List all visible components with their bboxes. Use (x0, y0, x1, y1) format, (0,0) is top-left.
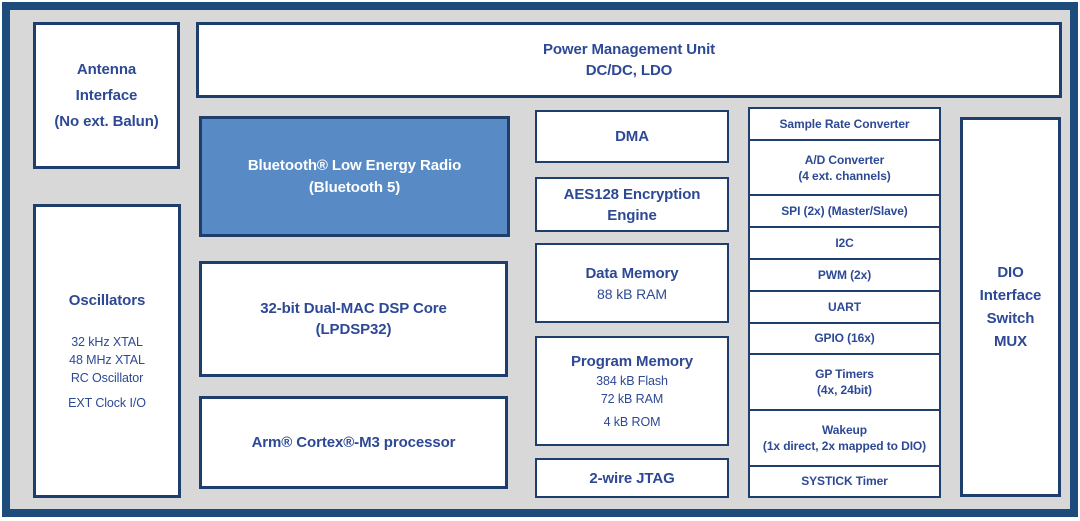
peripheral-label: A/D Converter (804, 152, 885, 167)
dsp-subtitle: (LPDSP32) (315, 321, 392, 338)
power-management-unit-block: Power Management Unit DC/DC, LDO (196, 22, 1062, 98)
program-memory-title: Program Memory (571, 353, 693, 370)
jtag-block: 2-wire JTAG (535, 458, 729, 498)
peripheral-row-gpio: GPIO (16x) (750, 321, 939, 354)
peripheral-label: PWM (2x) (817, 267, 872, 282)
peripheral-row-spi: SPI (2x) (Master/Slave) (750, 194, 939, 226)
data-memory-title: Data Memory (585, 264, 679, 282)
program-memory-item-3: 4 kB ROM (603, 415, 661, 429)
antenna-line-2: Interface (75, 86, 138, 104)
dio-line-1: DIO (997, 264, 1024, 281)
bluetooth-title: Bluetooth® Low Energy Radio (247, 156, 462, 174)
dio-line-3: Switch (986, 310, 1035, 327)
cortex-m3-block: Arm® Cortex®-M3 processor (199, 396, 508, 489)
aes-line-2: Engine (607, 206, 657, 224)
peripheral-row-ad-converter: A/D Converter (4 ext. channels) (750, 138, 939, 195)
peripheral-sublabel: (1x direct, 2x mapped to DIO) (762, 438, 927, 453)
dio-interface-mux-block: DIO Interface Switch MUX (960, 117, 1061, 497)
peripherals-column: Sample Rate Converter A/D Converter (4 e… (748, 107, 941, 498)
antenna-interface-block: Antenna Interface (No ext. Balun) (33, 22, 180, 169)
cortex-label: Arm® Cortex®-M3 processor (251, 434, 456, 451)
oscillator-item-3: RC Oscillator (70, 371, 144, 385)
data-memory-sub: 88 kB RAM (597, 285, 667, 302)
peripheral-sublabel: (4 ext. channels) (798, 168, 891, 183)
dma-label: DMA (615, 128, 649, 145)
pmu-subtitle: DC/DC, LDO (585, 62, 673, 79)
peripheral-sublabel: (4x, 24bit) (817, 383, 872, 398)
dma-block: DMA (535, 110, 729, 163)
data-memory-block: Data Memory 88 kB RAM (535, 243, 729, 323)
peripheral-row-wakeup: Wakeup (1x direct, 2x mapped to DIO) (750, 409, 939, 465)
peripheral-label: Wakeup (822, 422, 867, 437)
oscillators-title: Oscillators (68, 292, 146, 309)
peripheral-label: UART (828, 299, 861, 314)
peripheral-row-sample-rate-converter: Sample Rate Converter (750, 109, 939, 139)
dio-line-4: MUX (993, 333, 1028, 350)
peripheral-row-systick: SYSTICK Timer (750, 464, 939, 496)
oscillators-block: Oscillators 32 kHz XTAL 48 MHz XTAL RC O… (33, 204, 181, 498)
program-memory-item-1: 384 kB Flash (596, 374, 668, 388)
peripheral-row-uart: UART (750, 289, 939, 322)
aes-encryption-block: AES128 Encryption Engine (535, 177, 729, 232)
bluetooth-subtitle: (Bluetooth 5) (308, 178, 401, 196)
peripheral-label: SYSTICK Timer (801, 474, 888, 489)
program-memory-item-2: 72 kB RAM (600, 392, 664, 406)
bluetooth-radio-block: Bluetooth® Low Energy Radio (Bluetooth 5… (199, 116, 510, 237)
peripheral-row-pwm: PWM (2x) (750, 258, 939, 290)
pmu-title: Power Management Unit (542, 41, 716, 58)
peripheral-label: GP Timers (815, 367, 874, 382)
dsp-title: 32-bit Dual-MAC DSP Core (260, 300, 447, 317)
antenna-line-3: (No ext. Balun) (54, 112, 159, 130)
peripheral-label: Sample Rate Converter (779, 116, 910, 131)
antenna-line-1: Antenna (76, 60, 137, 78)
peripheral-row-gp-timers: GP Timers (4x, 24bit) (750, 353, 939, 409)
peripheral-row-i2c: I2C (750, 226, 939, 258)
dio-line-2: Interface (979, 287, 1042, 304)
peripheral-label: GPIO (16x) (814, 331, 875, 346)
aes-line-1: AES128 Encryption (563, 185, 701, 203)
oscillator-item-1: 32 kHz XTAL (71, 335, 143, 349)
oscillator-item-4: EXT Clock I/O (68, 396, 146, 410)
oscillator-item-2: 48 MHz XTAL (69, 353, 145, 367)
jtag-label: 2-wire JTAG (589, 469, 675, 487)
peripheral-label: SPI (2x) (Master/Slave) (781, 204, 908, 219)
dsp-core-block: 32-bit Dual-MAC DSP Core (LPDSP32) (199, 261, 508, 377)
peripheral-label: I2C (835, 236, 854, 251)
program-memory-block: Program Memory 384 kB Flash 72 kB RAM 4 … (535, 336, 729, 446)
